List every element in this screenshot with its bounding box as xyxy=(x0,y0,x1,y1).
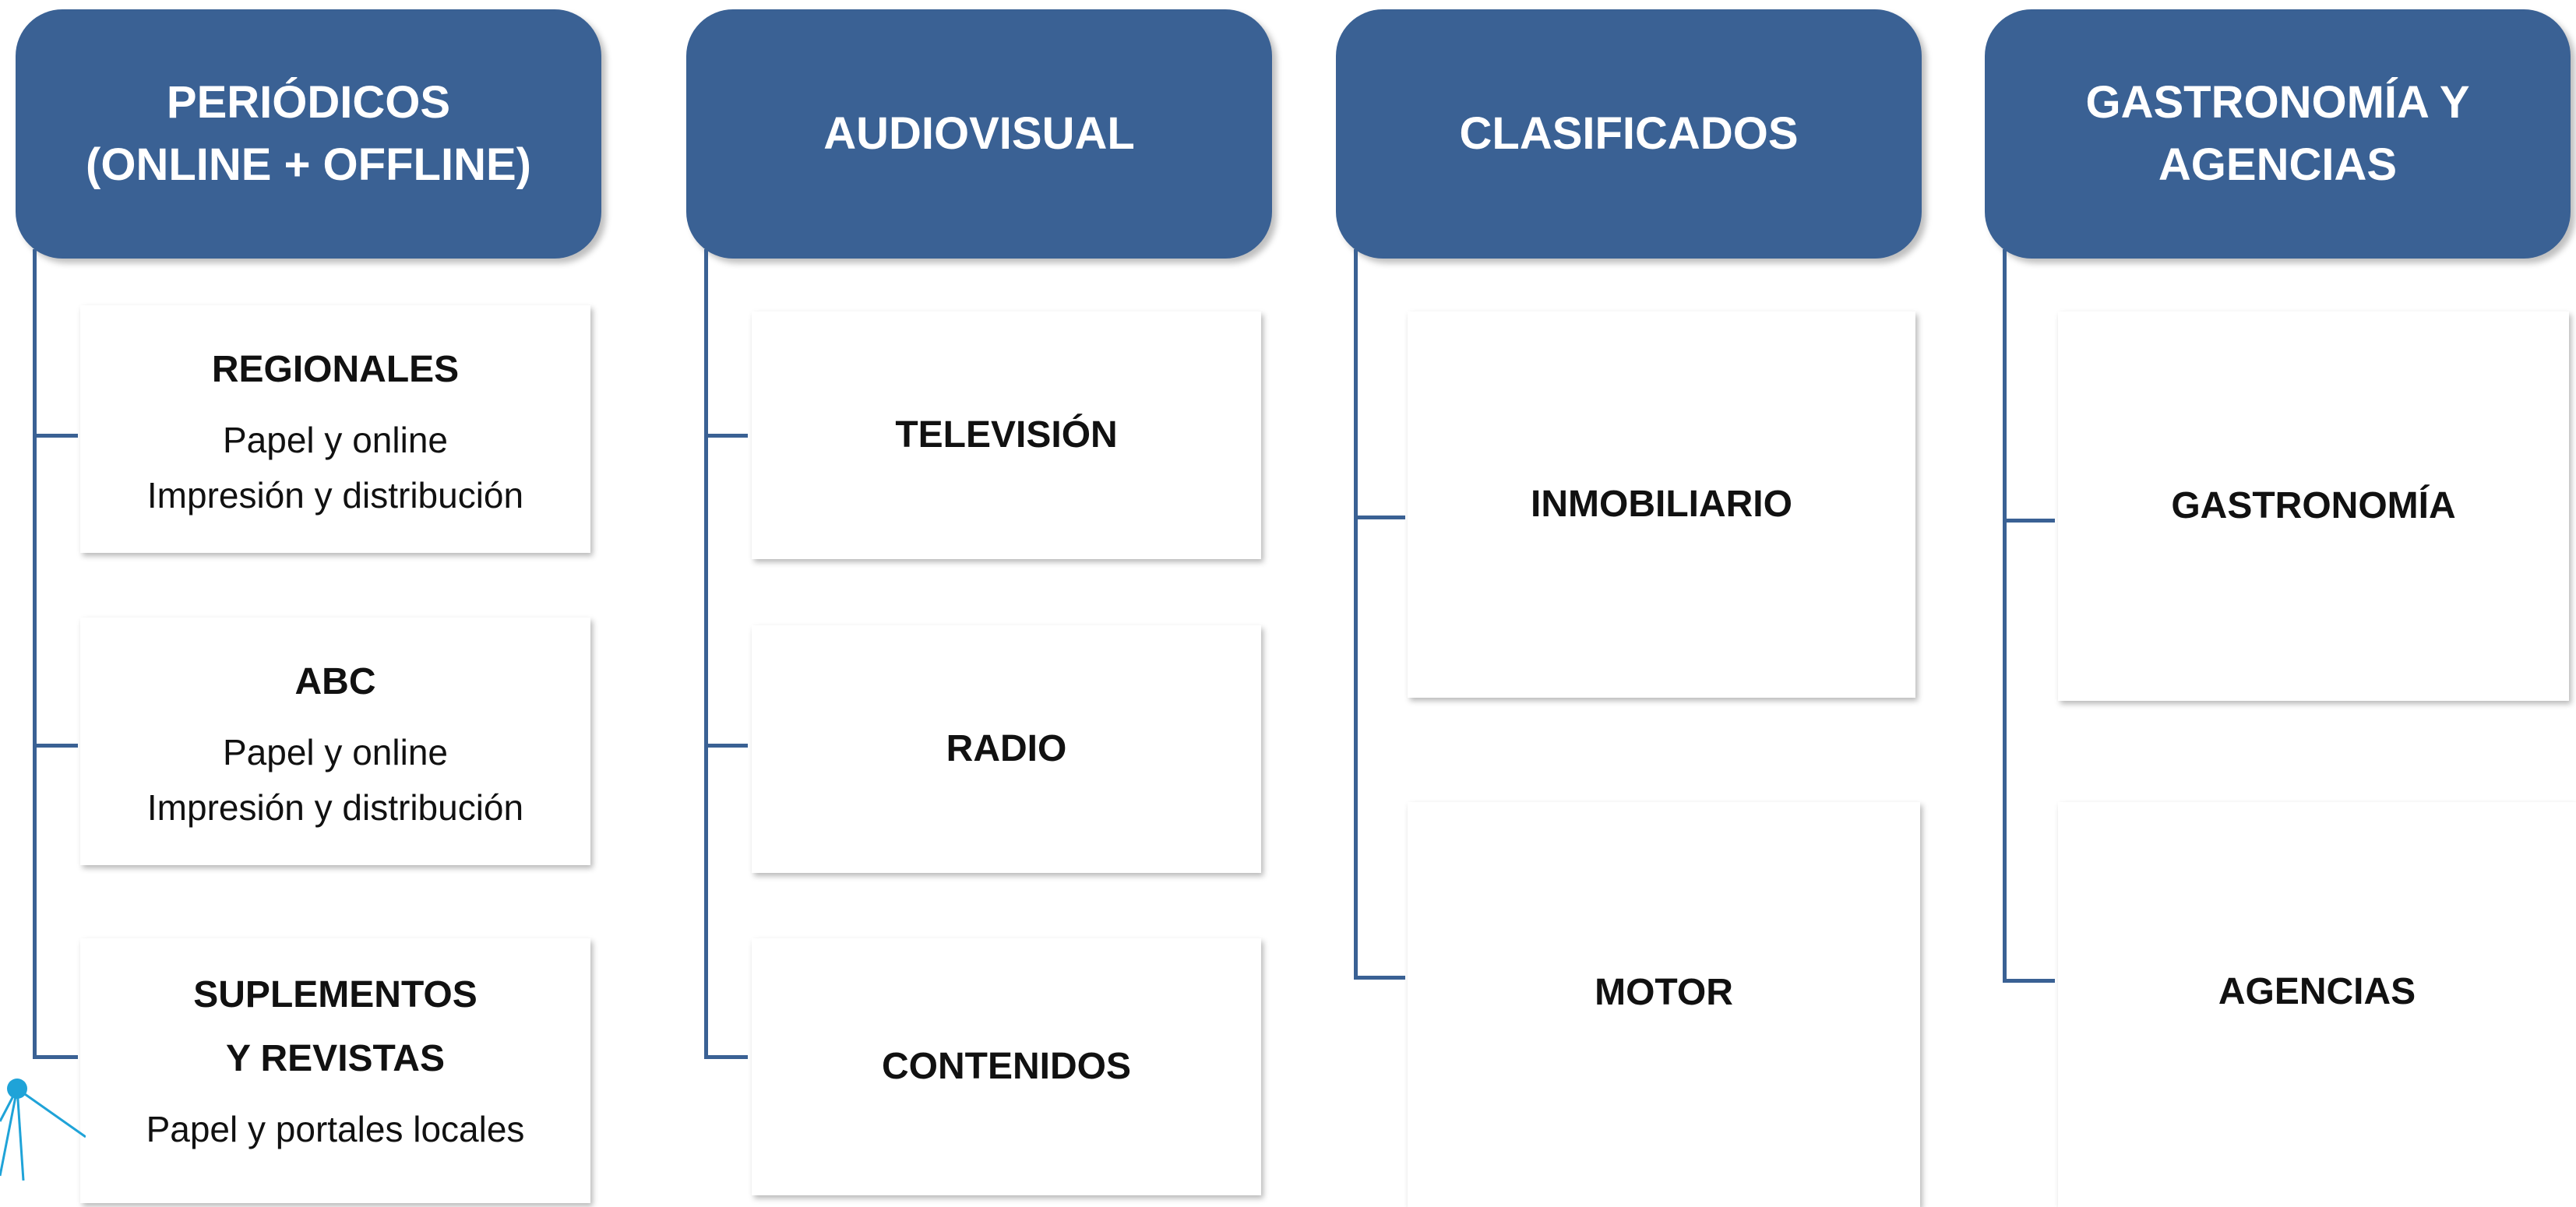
box-title: MOTOR xyxy=(1595,972,1733,1013)
header-line: AGENCIAS xyxy=(2158,139,2398,190)
box-title: TELEVISIÓN xyxy=(895,414,1118,456)
box-television: TELEVISIÓN xyxy=(752,311,1261,559)
header-line: AUDIOVISUAL xyxy=(823,108,1135,159)
connector-branch xyxy=(2003,979,2055,983)
box-agencias: AGENCIAS xyxy=(2058,802,2576,1207)
box-abc: ABC Papel y online Impresión y distribuc… xyxy=(80,618,590,865)
box-subtitle: Papel y portales locales xyxy=(146,1109,525,1149)
connector-branch xyxy=(33,744,78,748)
connector-vertical xyxy=(2003,249,2007,983)
box-title: REGIONALES xyxy=(211,349,460,390)
connector-branch xyxy=(33,434,78,438)
box-radio: RADIO xyxy=(752,625,1261,873)
header-gastronomia-agencias: GASTRONOMÍA Y AGENCIAS xyxy=(1985,9,2571,259)
box-gastronomia: GASTRONOMÍA xyxy=(2058,311,2569,701)
connector-vertical xyxy=(704,249,708,1059)
connector-vertical xyxy=(33,249,37,1059)
box-title: ABC xyxy=(294,661,376,702)
box-title: GASTRONOMÍA xyxy=(2171,485,2456,526)
connector-branch xyxy=(704,434,748,438)
connector-branch xyxy=(33,1055,78,1059)
box-title: CONTENIDOS xyxy=(881,1046,1131,1087)
box-title: INMOBILIARIO xyxy=(1531,484,1792,525)
header-line: (ONLINE + OFFLINE) xyxy=(86,139,531,190)
connector-branch xyxy=(1354,976,1405,980)
box-subtitle: Papel y online xyxy=(223,732,448,772)
header-clasificados: CLASIFICADOS xyxy=(1336,9,1922,259)
connector-vertical xyxy=(1354,249,1358,980)
box-suplementos: SUPLEMENTOS Y REVISTAS Papel y portales … xyxy=(80,938,590,1203)
connector-branch xyxy=(1354,516,1405,519)
box-contenidos: CONTENIDOS xyxy=(752,938,1261,1195)
box-inmobiliario: INMOBILIARIO xyxy=(1408,311,1915,698)
box-title: AGENCIAS xyxy=(2218,971,2416,1012)
box-subtitle: Impresión y distribución xyxy=(146,475,524,516)
header-line: GASTRONOMÍA Y xyxy=(2085,77,2470,128)
connector-branch xyxy=(704,744,748,748)
box-subtitle: Papel y online xyxy=(223,420,448,460)
header-line: CLASIFICADOS xyxy=(1459,108,1799,159)
logo-fragment-icon xyxy=(0,1079,86,1181)
header-line: PERIÓDICOS xyxy=(166,77,451,128)
box-motor: MOTOR xyxy=(1408,802,1920,1207)
connector-branch xyxy=(2003,519,2055,523)
connector-branch xyxy=(704,1055,748,1059)
box-title: SUPLEMENTOS xyxy=(193,974,477,1015)
box-regionales: REGIONALES Papel y online Impresión y di… xyxy=(80,305,590,553)
header-periodicos: PERIÓDICOS (ONLINE + OFFLINE) xyxy=(16,9,601,259)
box-title: Y REVISTAS xyxy=(226,1038,445,1079)
box-title: RADIO xyxy=(946,728,1067,769)
header-audiovisual: AUDIOVISUAL xyxy=(686,9,1272,259)
box-subtitle: Impresión y distribución xyxy=(146,787,524,828)
